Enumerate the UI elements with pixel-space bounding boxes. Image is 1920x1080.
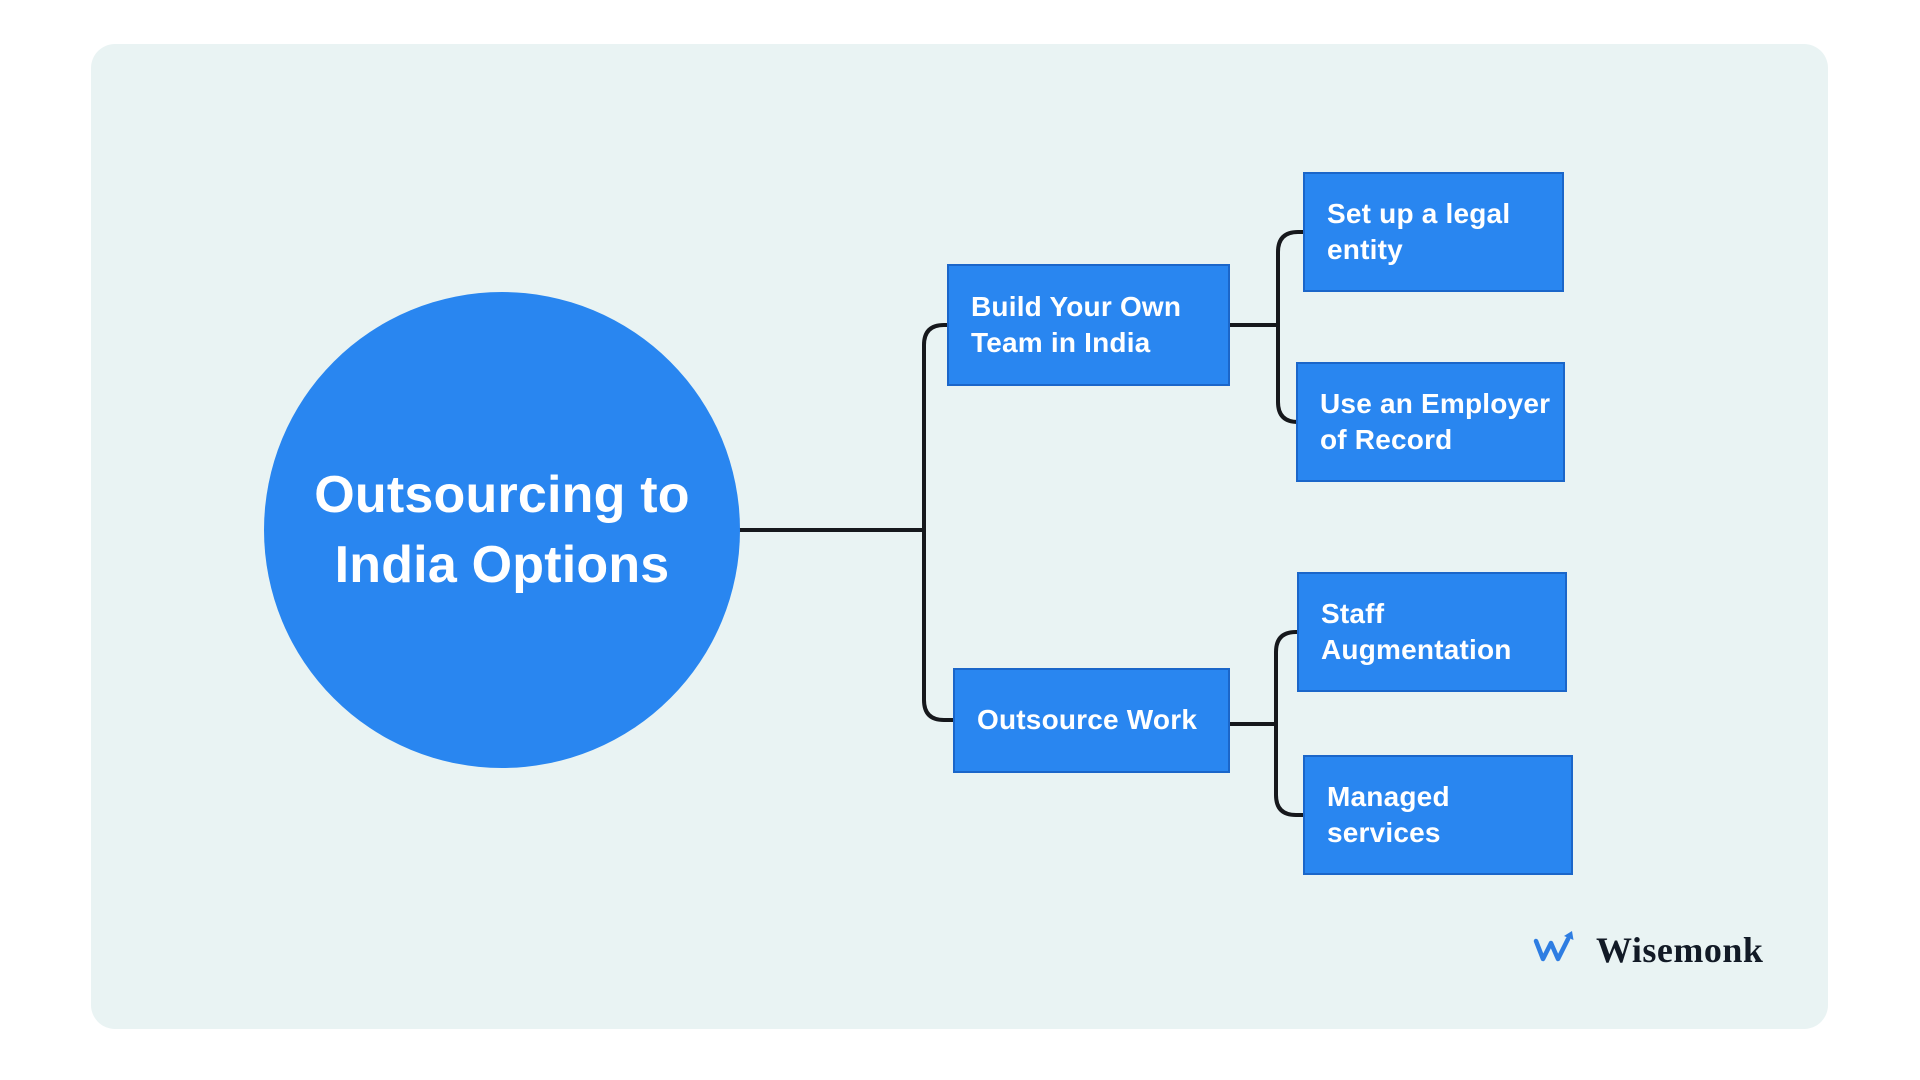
brand-name: Wisemonk [1596, 930, 1764, 970]
branch-node-build-own-team: Build Your Own Team in India [947, 264, 1230, 386]
connector-branch-bracket-left [922, 323, 958, 722]
connector-branch-bracket-bottom-right [1274, 630, 1308, 817]
leaf-node-managed-services: Managed services [1303, 755, 1573, 875]
leaf-node-employer-of-record: Use an Employer of Record [1296, 362, 1565, 482]
connector-branch-bracket-top-right [1276, 230, 1308, 424]
root-node-outsourcing-options: Outsourcing to India Options [264, 292, 740, 768]
w-trendline-arrow-icon [1533, 931, 1574, 962]
branch-node-outsource-work: Outsource Work [953, 668, 1230, 773]
leaf-node-staff-augmentation: Staff Augmentation [1297, 572, 1567, 692]
brand-logo: Wisemonk [1532, 928, 1763, 972]
leaf-node-legal-entity: Set up a legal entity [1303, 172, 1564, 292]
